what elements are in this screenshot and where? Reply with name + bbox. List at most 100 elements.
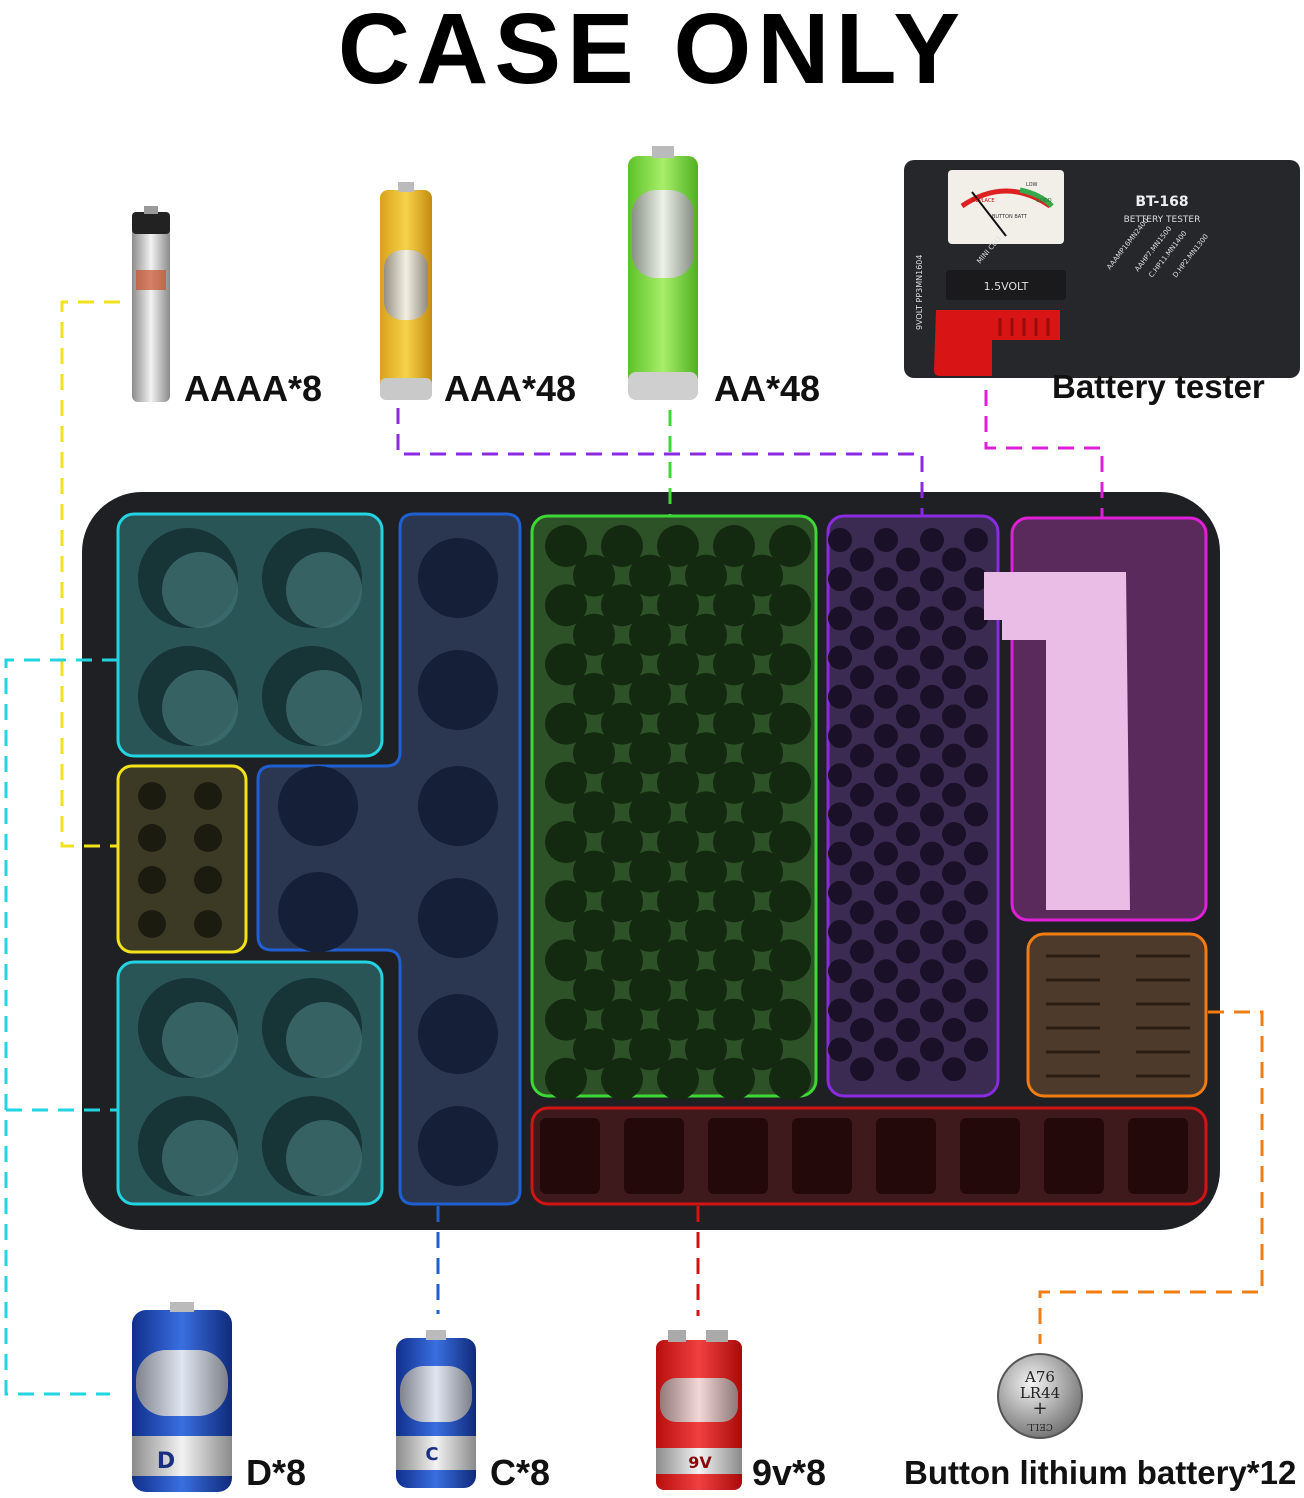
button-battery-label: Button lithium battery*12 xyxy=(904,1454,1297,1491)
aa-hole xyxy=(769,643,811,686)
aaa-hole xyxy=(964,684,988,709)
d-battery-image: D xyxy=(132,1302,232,1492)
aaa-hole xyxy=(896,547,920,572)
aa-hole xyxy=(685,554,727,597)
aa-hole xyxy=(629,613,671,656)
aaa-hole xyxy=(942,978,966,1003)
aaa-hole xyxy=(920,684,944,709)
aa-hole xyxy=(713,761,755,804)
button-battery-compartment xyxy=(1026,932,1208,1098)
aaa-hole xyxy=(896,665,920,690)
aaa-hole xyxy=(896,743,920,768)
aa-hole xyxy=(657,525,699,567)
aaa-hole xyxy=(850,626,874,650)
aaa-hole xyxy=(828,645,852,670)
aa-hole xyxy=(713,525,755,567)
aaa-hole xyxy=(850,704,874,729)
aaa-hole xyxy=(920,841,944,866)
aaa-hole xyxy=(896,1018,920,1042)
aaa-hole xyxy=(828,567,852,592)
aaa-hole xyxy=(942,822,966,846)
aaa-hole xyxy=(964,567,988,592)
aaa-hole xyxy=(964,920,988,944)
aa-hole xyxy=(713,998,755,1041)
aaa-hole xyxy=(874,567,898,592)
aa-hole xyxy=(741,969,783,1011)
aaa-hole xyxy=(828,724,852,748)
aaa-hole xyxy=(964,724,988,748)
aaa-hole xyxy=(896,704,920,729)
aa-hole xyxy=(573,850,615,893)
c-label: C*8 xyxy=(490,1452,551,1493)
d-label: D*8 xyxy=(246,1452,307,1493)
aa-hole xyxy=(657,643,699,686)
aaa-hole xyxy=(828,684,852,709)
aa-hole xyxy=(545,584,587,627)
tester-leader xyxy=(984,390,1104,518)
aaa-hole xyxy=(920,528,944,552)
nine-v-slot xyxy=(792,1118,852,1194)
c-battery-mark: C xyxy=(425,1444,438,1465)
aaa-hole xyxy=(942,743,966,768)
aaaa-label: AAAA*8 xyxy=(184,368,323,409)
aaa-hole xyxy=(942,586,966,611)
aa-hole xyxy=(629,969,671,1011)
nine-v-slot xyxy=(1128,1118,1188,1194)
aaaa-battery-image xyxy=(132,206,170,402)
tester-meter-replace: REPLACE xyxy=(972,198,995,204)
aa-hole xyxy=(685,791,727,834)
aaa-hole xyxy=(874,959,898,984)
aaa-hole xyxy=(920,567,944,592)
aaaa-leader xyxy=(60,300,120,848)
aa-hole xyxy=(601,584,643,627)
aa-hole xyxy=(713,584,755,627)
d-compartment-bottom xyxy=(116,960,384,1206)
aaa-hole xyxy=(920,645,944,670)
aaa-hole xyxy=(828,841,852,866)
aa-hole xyxy=(545,1057,587,1100)
battery-tester-image: 1.5VOLT BT-168 BETTERY TESTER AAAMP16MN2… xyxy=(904,160,1300,378)
aaa-hole xyxy=(850,939,874,964)
aa-hole xyxy=(573,1028,615,1071)
aa-hole xyxy=(713,1057,755,1100)
aa-hole xyxy=(545,643,587,686)
aa-hole xyxy=(741,613,783,656)
aa-hole xyxy=(769,761,811,804)
nine-v-slot xyxy=(540,1118,600,1194)
aaa-hole xyxy=(828,920,852,944)
nine-v-slot xyxy=(876,1118,936,1194)
aaa-hole xyxy=(942,1057,966,1082)
aa-hole xyxy=(601,998,643,1041)
aa-hole xyxy=(573,613,615,656)
svg-text:+: + xyxy=(1032,1398,1047,1419)
aa-hole xyxy=(545,821,587,863)
aa-hole xyxy=(741,791,783,834)
aa-hole xyxy=(657,1057,699,1100)
aa-hole xyxy=(601,821,643,863)
aa-hole xyxy=(545,998,587,1041)
aaa-hole xyxy=(964,841,988,866)
aaa-hole xyxy=(964,998,988,1023)
aaa-hole xyxy=(896,586,920,611)
aaa-hole xyxy=(920,606,944,631)
battery-tester-label: Battery tester xyxy=(1052,368,1265,405)
aa-hole xyxy=(601,880,643,923)
aaa-hole xyxy=(850,861,874,886)
aa-hole xyxy=(769,998,811,1041)
nine-v-slot xyxy=(960,1118,1020,1194)
aa-hole xyxy=(769,702,811,745)
aaa-hole xyxy=(896,626,920,650)
aaa-hole xyxy=(850,665,874,690)
aaa-hole xyxy=(920,802,944,827)
coin-line2: LR44 xyxy=(1020,1384,1060,1402)
coin-battery-image: A76 LR44 + CELL xyxy=(997,1353,1083,1439)
aa-hole xyxy=(629,732,671,775)
aa-hole xyxy=(685,673,727,715)
aaa-hole xyxy=(850,822,874,846)
aa-hole xyxy=(657,821,699,863)
aaa-hole xyxy=(874,841,898,866)
aa-hole xyxy=(769,1057,811,1100)
tester-side-text: 9VOLT PP3MN1604 xyxy=(915,255,924,331)
aaa-hole xyxy=(874,684,898,709)
aa-hole xyxy=(741,909,783,952)
